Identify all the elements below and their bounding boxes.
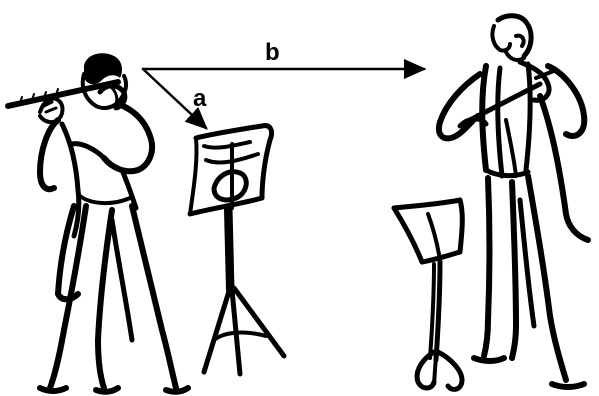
music-stand-right [394, 200, 462, 389]
label-b: b [265, 39, 280, 66]
violinist-body [474, 64, 588, 387]
violinist-arms [439, 66, 584, 138]
label-a: a [193, 85, 207, 112]
violinist-head [492, 16, 531, 60]
flutist-body [40, 104, 188, 392]
music-stand-left [190, 126, 284, 374]
flutist-figure [8, 53, 188, 392]
